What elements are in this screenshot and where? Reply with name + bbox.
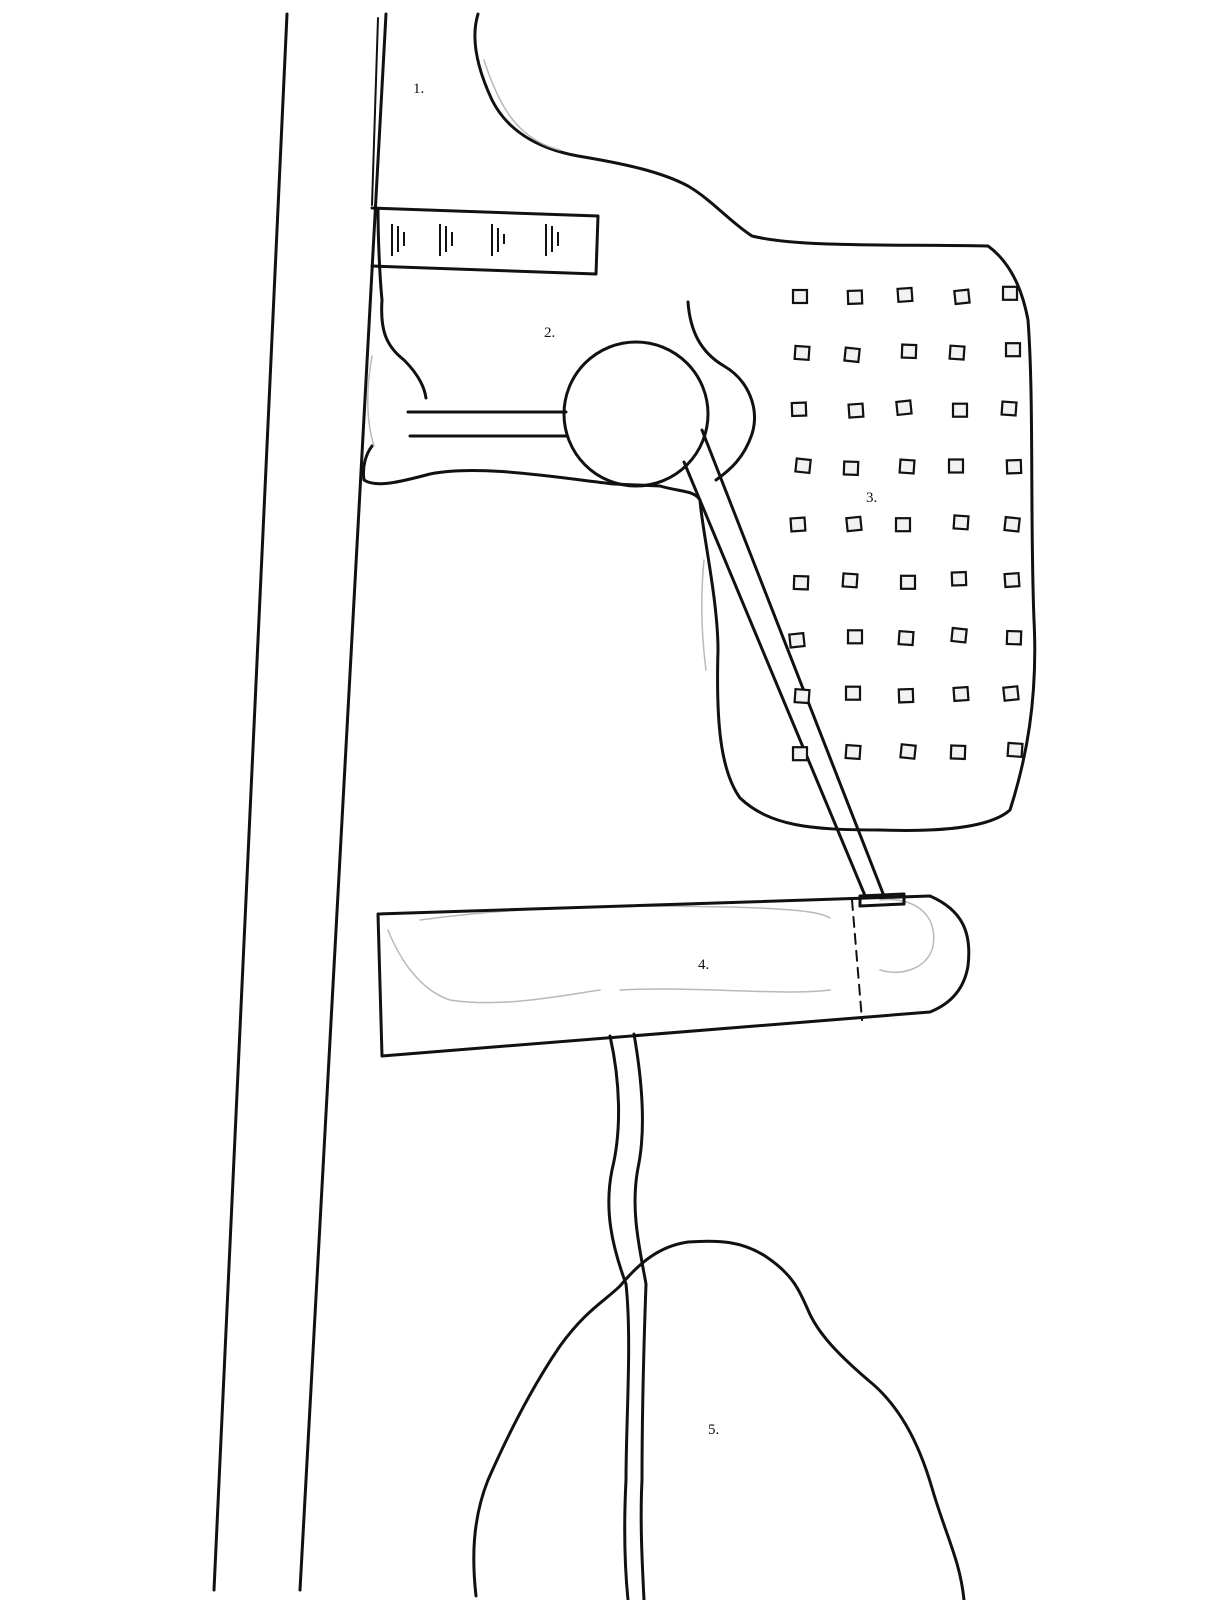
road-edge-right: [298, 12, 388, 1592]
orchard-tree: [1002, 685, 1020, 702]
orchard-tree: [841, 572, 859, 589]
area-4-outline: [376, 894, 971, 1058]
orchard-tree: [1003, 515, 1021, 533]
area-2-boundary: [376, 208, 428, 400]
orchard-tree: [794, 457, 812, 475]
orchard-tree: [789, 516, 807, 533]
orchard-tree: [947, 458, 965, 474]
orchard-tree: [844, 685, 862, 701]
orchard-tree: [952, 514, 970, 531]
road-edge-left: [212, 12, 289, 1592]
area-2-notch: [686, 300, 756, 482]
area-4-divider: [851, 899, 863, 1021]
area-label-2: 2.: [544, 325, 555, 341]
parking-stripes: [391, 224, 559, 256]
orchard-tree: [793, 687, 811, 705]
orchard-tree: [950, 570, 968, 587]
orchard-tree: [791, 288, 809, 305]
area-4: [376, 894, 971, 1058]
orchard-tree: [793, 344, 811, 362]
orchard-tree: [949, 744, 967, 761]
diagonal-path-end: [858, 892, 906, 908]
orchard-tree: [1006, 741, 1024, 759]
orchard-tree: [899, 743, 917, 760]
parking-strip: [370, 206, 600, 276]
orchard-tree: [895, 399, 913, 417]
area-label-5: 5.: [708, 1422, 719, 1438]
orchard-tree: [1004, 342, 1022, 358]
orchard-tree: [897, 687, 915, 704]
orchard-tree: [950, 626, 968, 644]
orchard-tree: [843, 346, 861, 364]
area-label-1: 1.: [413, 81, 424, 97]
orchard-tree: [1005, 458, 1023, 475]
area-1-2-3-outline: [362, 12, 1037, 832]
orchard-tree: [951, 402, 969, 418]
orchard-tree: [1001, 285, 1019, 301]
orchard-tree: [898, 458, 916, 475]
orchard-grid: [788, 285, 1024, 762]
orchard-tree: [1000, 400, 1018, 417]
trail: [607, 1032, 648, 1600]
road-shoulder-line: [371, 17, 379, 206]
circle-plaza: [406, 340, 710, 488]
orchard-tree: [844, 743, 862, 761]
orchard-tree: [842, 460, 860, 477]
plaza-circle: [562, 340, 710, 488]
erased-traces: [367, 59, 935, 1004]
diagonal-path: [682, 428, 886, 900]
entry-path: [406, 410, 568, 438]
orchard-tree: [1005, 629, 1023, 646]
orchard-tree: [948, 344, 966, 361]
orchard-tree: [896, 286, 914, 304]
orchard-tree: [788, 631, 806, 649]
orchard-tree: [847, 402, 865, 419]
area-label-4: 4.: [698, 957, 709, 973]
orchard-tree: [846, 289, 864, 306]
area-label-3: 3.: [866, 490, 877, 506]
orchard-tree: [1003, 571, 1021, 589]
orchard-tree: [792, 574, 810, 591]
orchard-tree: [899, 574, 917, 590]
orchard-tree: [846, 629, 864, 645]
orchard-tree: [900, 343, 918, 360]
orchard-tree: [845, 515, 863, 533]
road: [212, 12, 388, 1592]
orchard-tree: [897, 629, 915, 647]
area-5-outline: [472, 1239, 966, 1600]
orchard-tree: [790, 401, 808, 418]
orchard-tree: [894, 517, 912, 533]
orchard-tree: [791, 746, 809, 762]
parking-strip-outline: [370, 206, 600, 276]
orchard-tree: [952, 685, 970, 703]
orchard-tree: [953, 288, 971, 306]
